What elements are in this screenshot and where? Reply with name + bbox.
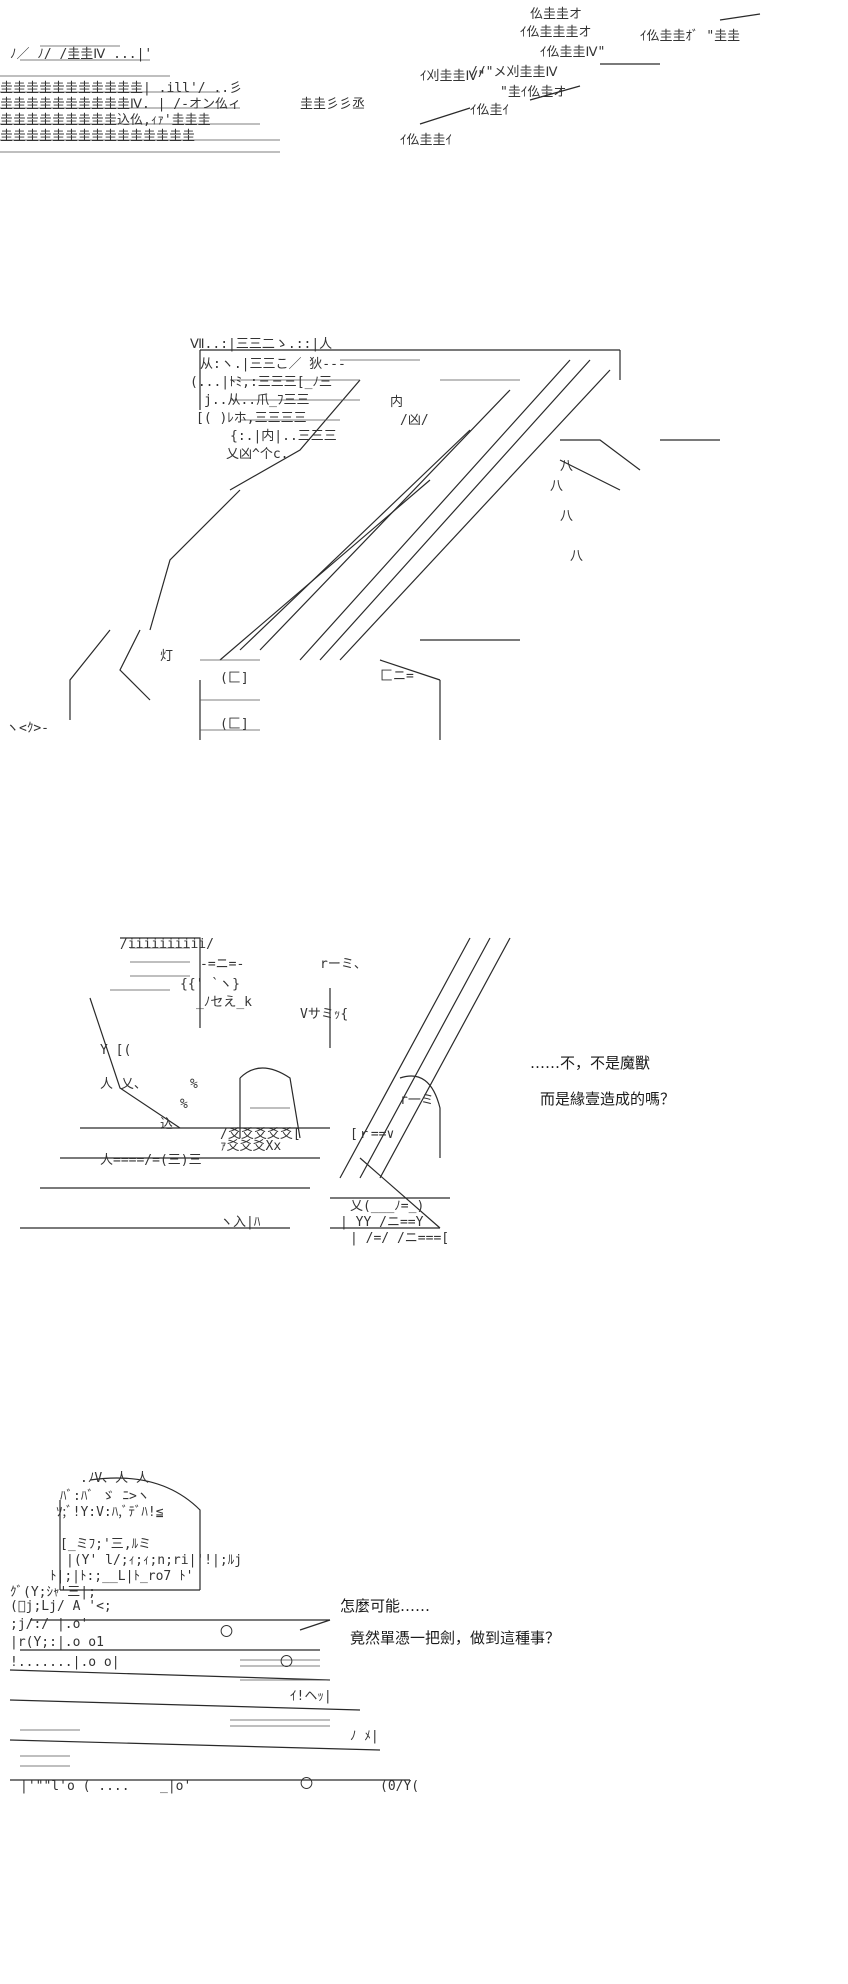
- svg-text:圭圭圭圭圭圭圭圭圭圭Ⅳ. | /-オン仫ィ: 圭圭圭圭圭圭圭圭圭圭Ⅳ. | /-オン仫ィ: [0, 97, 241, 112]
- svg-text:ｲ仫圭圭圭オ: ｲ仫圭圭圭オ: [520, 25, 592, 40]
- svg-text:ヽ入|ﾊ: ヽ入|ﾊ: [220, 1215, 261, 1230]
- panel-3-characters: /iiiiiiiiii/ -=ニ=- {{' `ヽ} _ﾉセえ_k Vサミｯ{ …: [0, 928, 848, 1268]
- svg-text:/iiiiiiiiii/: /iiiiiiiiii/: [120, 937, 214, 952]
- svg-text:ｲ仫圭圭ｲ: ｲ仫圭圭ｲ: [400, 133, 452, 148]
- svg-text:{:.|内|..三三三: {:.|内|..三三三: [230, 428, 337, 444]
- svg-text:八: 八: [570, 549, 583, 564]
- dialogue-line-1: ……不，不是魔獸: [530, 1054, 651, 1072]
- svg-text:八: 八: [550, 479, 563, 494]
- svg-text:込: 込: [160, 1117, 173, 1132]
- svg-text:乂凶^个c.: 乂凶^个c.: [226, 447, 288, 462]
- svg-text:_|o': _|o': [160, 1779, 191, 1794]
- svg-text:仫圭圭オ: 仫圭圭オ: [530, 7, 582, 22]
- svg-text:;j/:/ |.o': ;j/:/ |.o': [10, 1617, 88, 1632]
- svg-text:%: %: [180, 1097, 188, 1112]
- svg-text:|(Y' l/;ｨ;ｨ;n;ri|'!|;ﾙj: |(Y' l/;ｨ;ｨ;n;ri|'!|;ﾙj: [66, 1553, 242, 1568]
- svg-text:(匚]: (匚]: [220, 717, 249, 732]
- svg-text:ﾄ|;|ﾄ:;__L|ﾄ_ro7 ﾄ': ﾄ|;|ﾄ:;__L|ﾄ_ro7 ﾄ': [50, 1569, 193, 1584]
- svg-text:(0/Y(: (0/Y(: [380, 1779, 419, 1794]
- svg-text:圭圭圭圭圭圭圭圭圭圭圭| .ill'/ ..彡: 圭圭圭圭圭圭圭圭圭圭圭| .ill'/ ..彡: [0, 81, 242, 96]
- svg-text:圭圭彡彡丞: 圭圭彡彡丞: [300, 97, 365, 112]
- svg-text:Vサミｯ{: Vサミｯ{: [300, 1007, 348, 1022]
- svg-text:(...|ﾄﾐ,:三三三[_ﾉ三: (...|ﾄﾐ,:三三三[_ﾉ三: [190, 375, 332, 390]
- dialogue-line-3: 怎麼可能……: [340, 1597, 431, 1615]
- svg-text:ﾉ／ ﾉ/ /圭圭Ⅳ ...|': ﾉ／ ﾉ/ /圭圭Ⅳ ...|': [10, 47, 152, 62]
- svg-text:内: 内: [390, 394, 403, 410]
- svg-text:八: 八: [560, 459, 573, 474]
- ascii-art-explosion: ﾉ／ ﾉ/ /圭圭Ⅳ ...|' 圭圭圭圭圭圭圭圭圭圭圭| .ill'/ ..彡…: [0, 7, 761, 153]
- svg-text:ｧ爻爻爻Xx: ｧ爻爻爻Xx: [220, 1139, 281, 1154]
- svg-text:人====/=(三)三: 人====/=(三)三: [100, 1153, 202, 1168]
- svg-text:灯: 灯: [160, 649, 173, 664]
- panel-2-sword-slash: Ⅶ..:|三三二ゝ.::|人 从:ヽ.|三三こ／ 狄--- (...|ﾄﾐ,:三…: [0, 320, 848, 740]
- svg-text:rーミ、: rーミ、: [320, 957, 367, 972]
- svg-text:ｲ!ヘｯ|: ｲ!ヘｯ|: [290, 1689, 332, 1704]
- panel-1-explosion: ﾉ／ ﾉ/ /圭圭Ⅳ ...|' 圭圭圭圭圭圭圭圭圭圭圭| .ill'/ ..彡…: [0, 0, 848, 180]
- svg-text:ｲ仫圭圭ｵﾞ "圭圭: ｲ仫圭圭ｵﾞ "圭圭: [640, 29, 740, 44]
- svg-text:乂(___ﾉ=_): 乂(___ﾉ=_): [350, 1199, 424, 1214]
- svg-text:ｲ仫圭ｲ: ｲ仫圭ｲ: [470, 103, 509, 118]
- svg-text:_ﾉセえ_k: _ﾉセえ_k: [196, 995, 252, 1010]
- svg-text:Y [(: Y [(: [100, 1043, 131, 1058]
- svg-text:j..从..爪_ﾌ三三: j..从..爪_ﾌ三三: [204, 393, 309, 408]
- panel-4-crowd: .ﾉV、人 人 ﾊﾞ:ﾊﾞ ゞ ﾆ>ヽ ｿ;ﾞ!Y:V:ﾊ,ﾞﾃﾞﾊ!≦ [_ミ…: [0, 1470, 848, 1820]
- svg-text:〇: 〇: [220, 1625, 233, 1640]
- svg-text:[ｒ==∨: [ｒ==∨: [350, 1127, 394, 1142]
- svg-text:ヽ<ｸ>-: ヽ<ｸ>-: [6, 721, 49, 736]
- svg-text:| /=/ /ニ===[: | /=/ /ニ===[: [350, 1231, 449, 1246]
- svg-text:〇: 〇: [280, 1655, 293, 1670]
- svg-text:.ﾉV、人 人: .ﾉV、人 人: [80, 1471, 149, 1486]
- svg-text:{{' `ヽ}: {{' `ヽ}: [180, 977, 240, 992]
- svg-text:/爻爻爻爻爻[: /爻爻爻爻爻[: [220, 1127, 301, 1142]
- svg-text:/凶/: /凶/: [400, 413, 429, 428]
- ascii-art-slash: Ⅶ..:|三三二ゝ.::|人 从:ヽ.|三三こ／ 狄--- (...|ﾄﾐ,:三…: [6, 337, 720, 740]
- svg-text:|'""l'o ( ....: |'""l'o ( ....: [20, 1779, 130, 1794]
- dialogue-line-2: 而是緣壹造成的嗎？: [540, 1090, 676, 1108]
- svg-text://"メ刈圭圭Ⅳ: //"メ刈圭圭Ⅳ: [470, 65, 557, 80]
- svg-text:[_ミﾌ;'三,ﾙミ: [_ミﾌ;'三,ﾙミ: [60, 1537, 151, 1552]
- svg-text:(ﾞj;Lj/ A '<;: (ﾞj;Lj/ A '<;: [10, 1599, 112, 1614]
- svg-text:〇: 〇: [300, 1777, 313, 1792]
- svg-text:匚ニ=: 匚ニ=: [380, 669, 414, 684]
- svg-text:ﾊﾞ:ﾊﾞ ゞ ﾆ>ヽ: ﾊﾞ:ﾊﾞ ゞ ﾆ>ヽ: [60, 1489, 150, 1504]
- svg-text:人 乂、: 人 乂、: [100, 1077, 147, 1092]
- svg-text:| YY /ニ==Y: | YY /ニ==Y: [340, 1215, 424, 1230]
- svg-text:"圭ｲ仫圭オ: "圭ｲ仫圭オ: [500, 85, 566, 100]
- svg-text:从:ヽ.|三三こ／ 狄---: 从:ヽ.|三三こ／ 狄---: [200, 357, 346, 372]
- svg-text:ｲ仫圭圭Ⅳ": ｲ仫圭圭Ⅳ": [540, 45, 605, 60]
- ascii-art-characters-scene: /iiiiiiiiii/ -=ニ=- {{' `ヽ} _ﾉセえ_k Vサミｯ{ …: [20, 937, 511, 1246]
- svg-text:八: 八: [560, 509, 573, 524]
- svg-text:%: %: [190, 1077, 198, 1092]
- svg-text:ﾉ ﾒ|: ﾉ ﾒ|: [350, 1729, 379, 1744]
- svg-text:r一ミ: r一ミ: [400, 1093, 434, 1108]
- svg-text:(匚]: (匚]: [220, 671, 249, 686]
- svg-text:圭圭圭圭圭圭圭圭圭込仫,ｨｧ'圭圭圭: 圭圭圭圭圭圭圭圭圭込仫,ｨｧ'圭圭圭: [0, 113, 211, 128]
- svg-text:ｿ;ﾞ!Y:V:ﾊ,ﾞﾃﾞﾊ!≦: ｿ;ﾞ!Y:V:ﾊ,ﾞﾃﾞﾊ!≦: [56, 1505, 164, 1520]
- svg-text:ｲ刈圭圭Ⅳ": ｲ刈圭圭Ⅳ": [420, 69, 485, 84]
- svg-text:[( )ﾚホ,三三三三: [( )ﾚホ,三三三三: [196, 411, 307, 426]
- svg-text:Ⅶ..:|三三二ゝ.::|人: Ⅶ..:|三三二ゝ.::|人: [190, 337, 332, 352]
- svg-text:ｸﾞ(Y;ｼｬ'三|;: ｸﾞ(Y;ｼｬ'三|;: [10, 1585, 96, 1600]
- svg-text:|r(Y;:|.o o1: |r(Y;:|.o o1: [10, 1635, 104, 1650]
- ascii-art-crowd: .ﾉV、人 人 ﾊﾞ:ﾊﾞ ゞ ﾆ>ヽ ｿ;ﾞ!Y:V:ﾊ,ﾞﾃﾞﾊ!≦ [_ミ…: [9, 1471, 419, 1794]
- dialogue-line-4: 竟然單憑一把劍，做到這種事？: [350, 1629, 561, 1647]
- svg-text:!.......|.o o|: !.......|.o o|: [10, 1655, 120, 1670]
- svg-text:圭圭圭圭圭圭圭圭圭圭圭圭圭圭圭: 圭圭圭圭圭圭圭圭圭圭圭圭圭圭圭: [0, 129, 195, 144]
- svg-text:-=ニ=-: -=ニ=-: [200, 957, 244, 972]
